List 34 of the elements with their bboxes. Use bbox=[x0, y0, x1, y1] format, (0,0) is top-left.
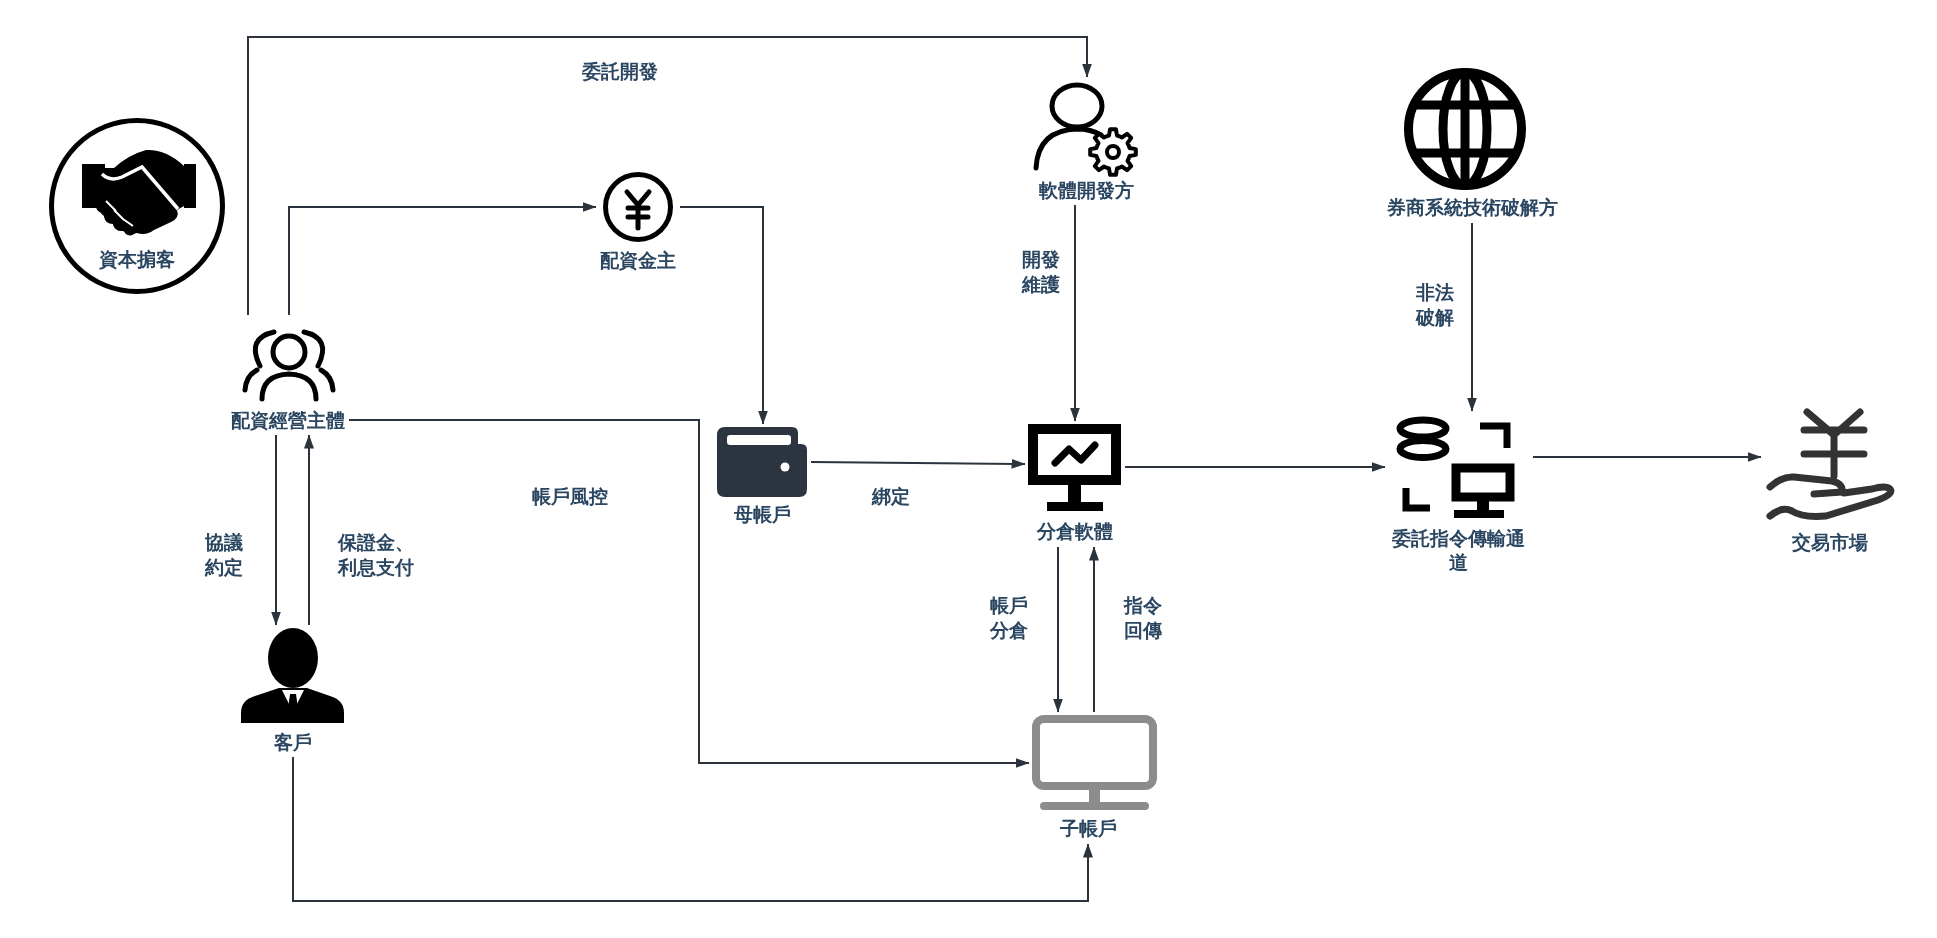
icon-label: 客戶 bbox=[274, 730, 312, 754]
arrow bbox=[1070, 204, 1080, 422]
edge-label: 協議約定 bbox=[204, 530, 244, 580]
edge-label: 開發維護 bbox=[1021, 247, 1061, 297]
icon-label: 母帳戶 bbox=[733, 502, 791, 526]
arrow bbox=[304, 434, 314, 626]
icon-label: 配資金主 bbox=[600, 248, 676, 272]
icon-label: 資本掮客 bbox=[99, 247, 175, 271]
icon-label: 委託指令傳輸通道 bbox=[1391, 526, 1527, 574]
icon-label: 配資經營主體 bbox=[231, 408, 345, 432]
arrow bbox=[810, 458, 1026, 469]
arrow bbox=[1089, 546, 1099, 713]
icon-label: 分倉軟體 bbox=[1037, 519, 1113, 543]
edge-label: 保證金、利息支付 bbox=[338, 530, 416, 580]
arrow bbox=[679, 206, 768, 425]
edge-label: 綁定 bbox=[872, 483, 910, 509]
edge-label: 帳戶風控 bbox=[532, 483, 608, 509]
arrow bbox=[1053, 546, 1063, 713]
icon-label: 交易市場 bbox=[1792, 530, 1868, 554]
arrow bbox=[1467, 222, 1477, 412]
arrow bbox=[1532, 452, 1762, 462]
edge-label: 指令回傳 bbox=[1123, 593, 1163, 643]
edge-label: 帳戶分倉 bbox=[989, 593, 1029, 643]
arrow bbox=[292, 756, 1093, 902]
icon-label: 子帳戶 bbox=[1059, 816, 1117, 840]
arrow bbox=[247, 36, 1092, 316]
edge-label: 委託開發 bbox=[582, 58, 658, 84]
arrow bbox=[1124, 462, 1386, 472]
arrow bbox=[271, 434, 281, 626]
icon-label: 券商系統技術破解方 bbox=[1386, 195, 1558, 219]
edge-label: 非法破解 bbox=[1415, 280, 1455, 330]
arrow bbox=[348, 419, 1030, 768]
icon-label: 軟體開發方 bbox=[1038, 178, 1134, 202]
arrow bbox=[288, 202, 597, 316]
